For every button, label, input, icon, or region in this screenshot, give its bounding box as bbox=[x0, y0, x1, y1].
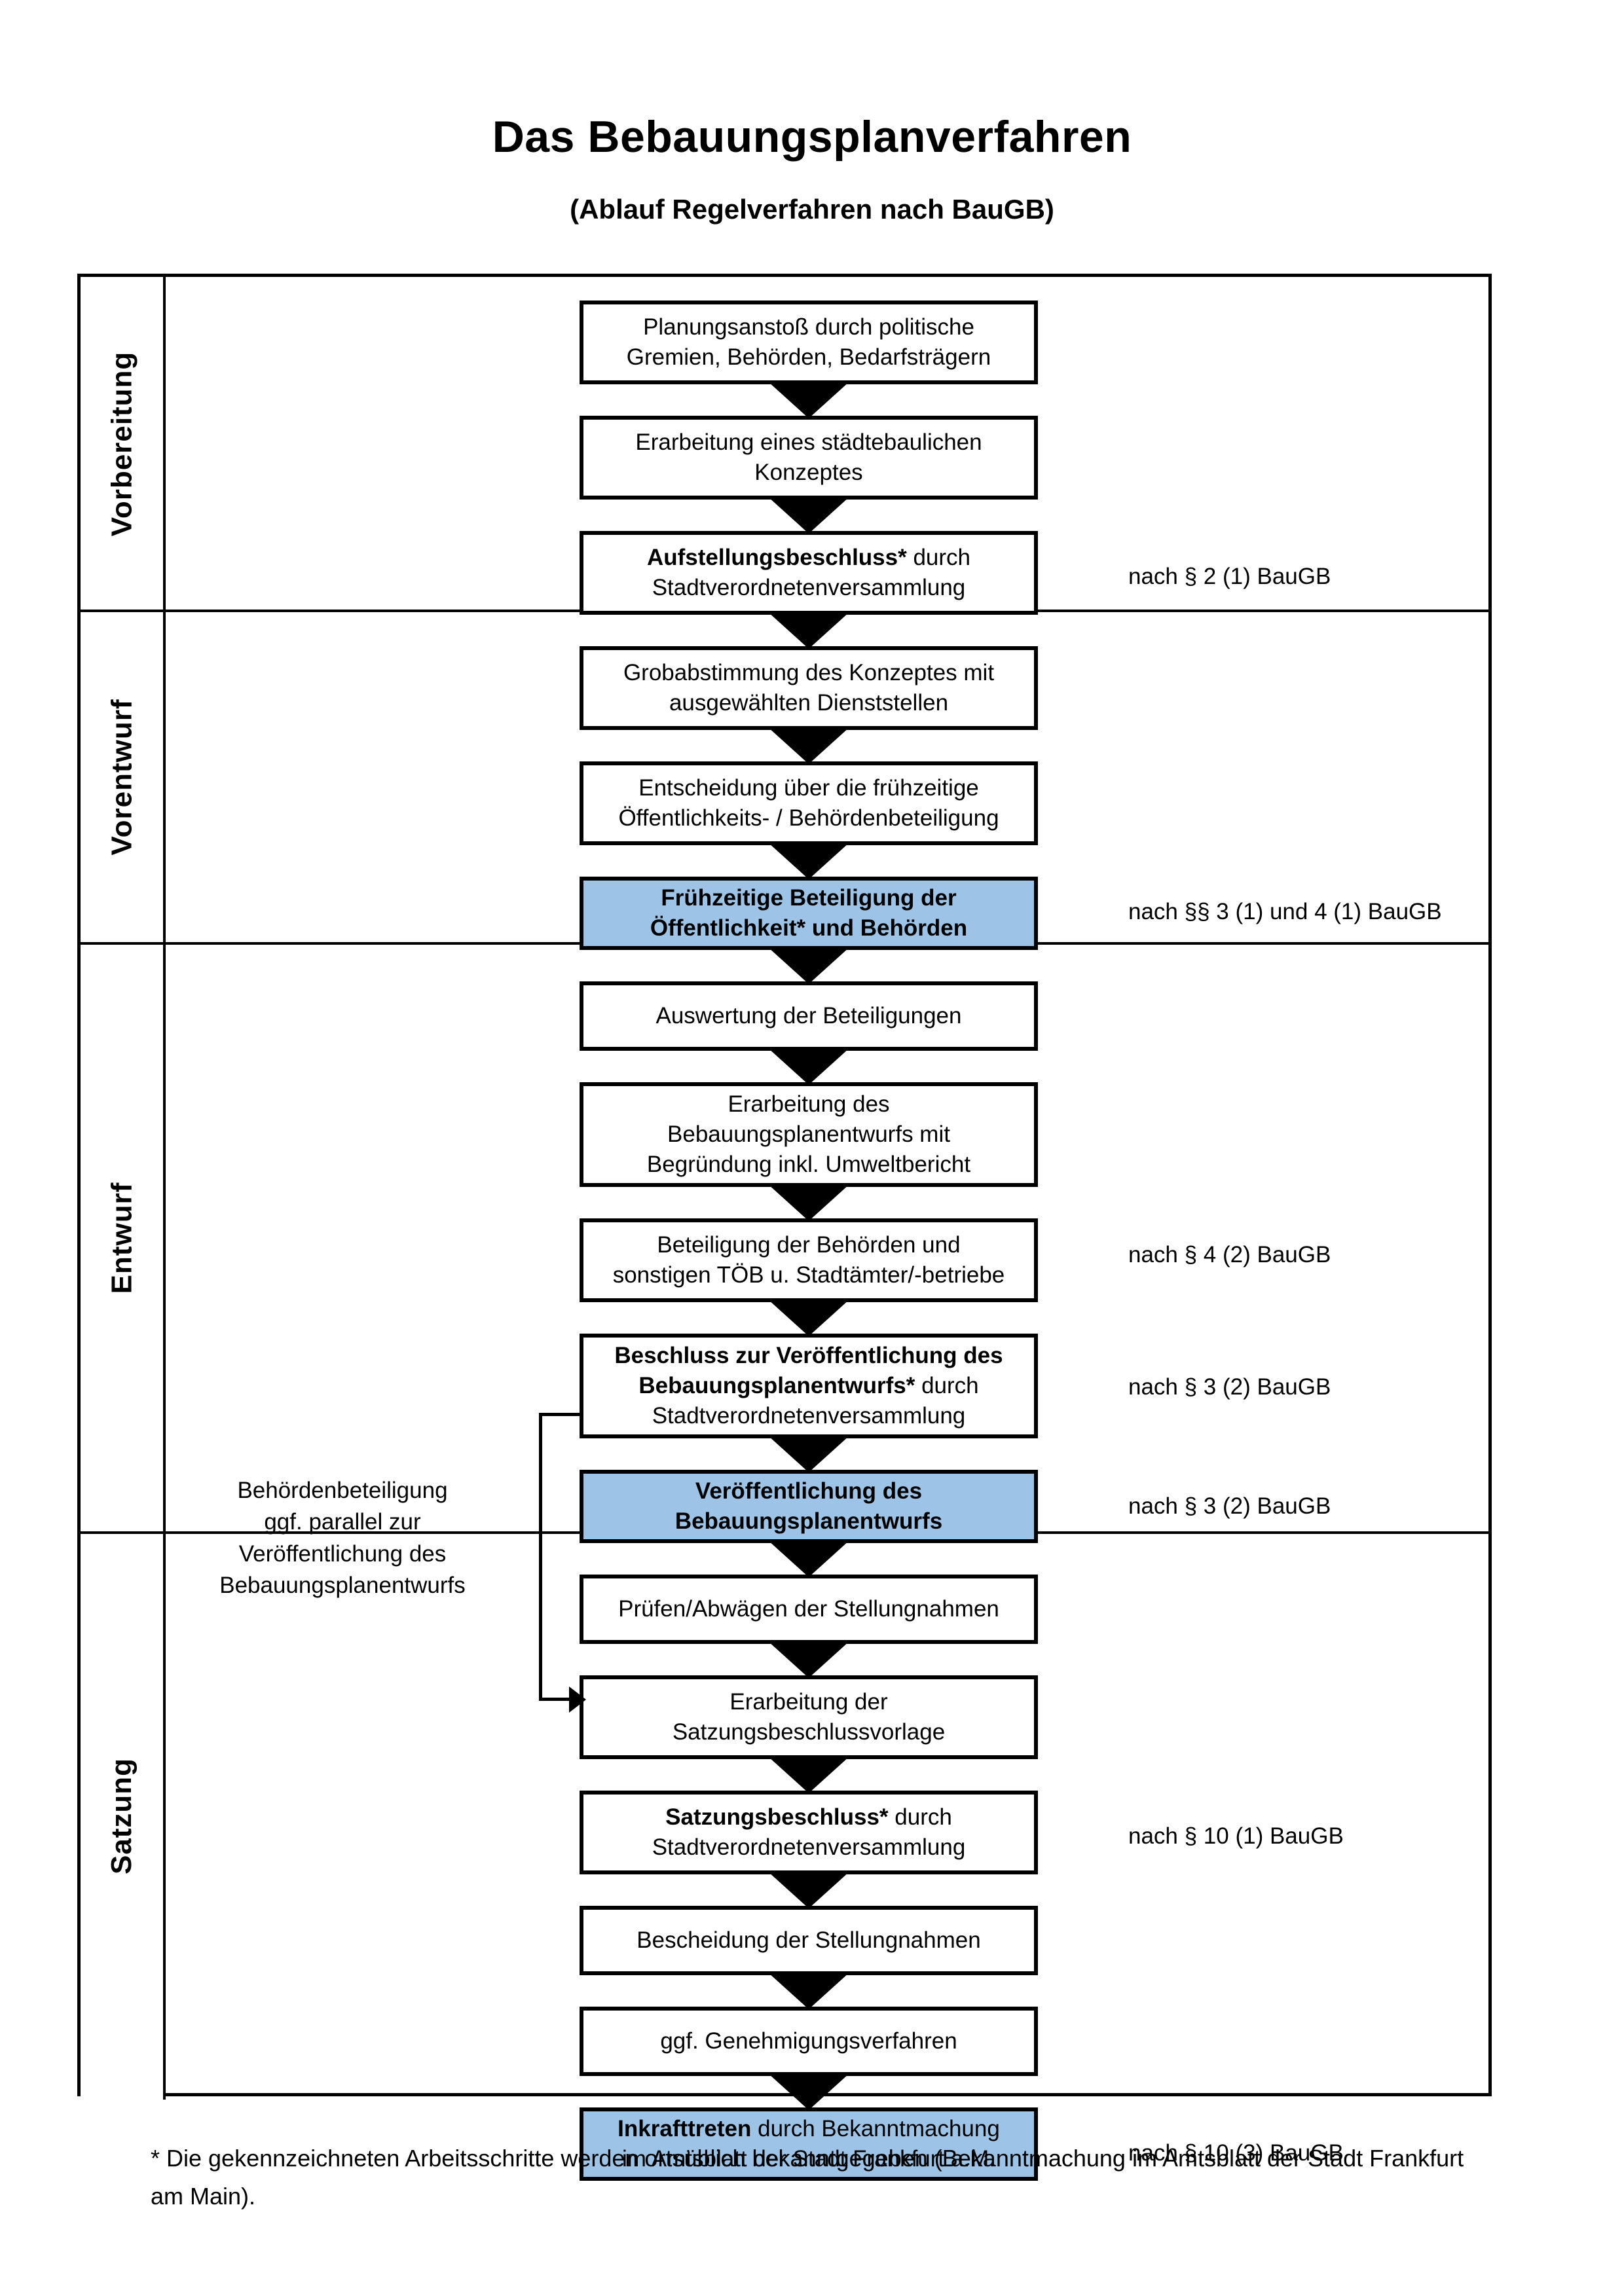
step-bold-1: Aufstellungsbeschluss* bbox=[646, 544, 907, 570]
flow-arrow bbox=[768, 1300, 849, 1336]
process-step-auswertung[interactable]: Auswertung der Beteiligungen bbox=[580, 981, 1038, 1051]
step-line-1: ggf. Genehmigungsverfahren bbox=[660, 2028, 957, 2054]
step-line-2: Stadtverordnetenversammlung bbox=[652, 1834, 966, 1860]
step-line-1: Entscheidung über die frühzeitige bbox=[638, 774, 979, 801]
step-line-2: ausgewählten Dienststellen bbox=[669, 690, 949, 716]
phase-label-vorentwurf: Vorentwurf bbox=[81, 611, 166, 943]
flow-arrow bbox=[768, 1757, 849, 1793]
step-line-1: Prüfen/Abwägen der Stellungnahmen bbox=[618, 1595, 999, 1622]
sidenote-line-1: Behördenbeteiligung bbox=[237, 1478, 448, 1503]
phase-label-vorbereitung: Vorbereitung bbox=[81, 277, 166, 611]
step-line-1: durch bbox=[888, 1804, 952, 1830]
legal-reference-par3-2-a: nach § 3 (2) BauGB bbox=[1128, 1374, 1331, 1400]
flow-arrow bbox=[768, 1184, 849, 1221]
sidenote-line-3: Veröffentlichung des bbox=[238, 1540, 447, 1567]
sidenote-line-2: ggf. parallel zur bbox=[264, 1509, 421, 1535]
process-step-planungsanstoss[interactable]: Planungsanstoß durch politische Gremien,… bbox=[580, 301, 1038, 384]
flow-arrow bbox=[768, 1048, 849, 1085]
step-bold-1: Veröffentlichung des bbox=[695, 1478, 923, 1504]
process-step-erarbeitung-entwurf[interactable]: Erarbeitung des Bebauungsplanentwurfs mi… bbox=[580, 1082, 1038, 1187]
legal-reference-par3-4-1: nach §§ 3 (1) und 4 (1) BauGB bbox=[1128, 899, 1442, 924]
step-bold-1: Beschluss zur Veröffentlichung des bbox=[614, 1342, 1003, 1368]
sidenote-line-4: Bebauungsplanentwurfs bbox=[219, 1572, 466, 1598]
phase-label-entwurf: Entwurf bbox=[81, 943, 166, 1533]
step-bold-2: Bebauungsplanentwurfs* bbox=[638, 1372, 915, 1398]
process-step-genehmigungsverfahren[interactable]: ggf. Genehmigungsverfahren bbox=[580, 2007, 1038, 2076]
step-line-2: Stadtverordnetenversammlung bbox=[652, 1403, 966, 1429]
bracket-bottom-connector bbox=[539, 1698, 572, 1701]
step-line-1: Bescheidung der Stellungnahmen bbox=[637, 1927, 981, 1953]
flowchart-frame: Vorbereitung Vorentwurf Entwurf Satzung … bbox=[77, 274, 1492, 2181]
page-header: Das Bebauungsplanverfahren (Ablauf Regel… bbox=[0, 0, 1624, 225]
flow-arrow bbox=[768, 727, 849, 764]
process-step-inkrafttreten[interactable]: Inkrafttreten durch Bekanntmachung im Am… bbox=[580, 2107, 1038, 2181]
flow-arrow bbox=[768, 1872, 849, 1908]
step-line-1: Erarbeitung des bbox=[728, 1091, 890, 1117]
step-line-1: durch bbox=[915, 1372, 979, 1398]
flow-arrow bbox=[768, 382, 849, 418]
step-line-3: Begründung inkl. Umweltbericht bbox=[646, 1152, 971, 1178]
step-line-2: Bebauungsplanentwurfs mit bbox=[667, 1121, 950, 1147]
step-bold-1: Satzungsbeschluss* bbox=[665, 1804, 889, 1830]
legal-reference-par2-1: nach § 2 (1) BauGB bbox=[1128, 564, 1331, 589]
process-step-konzept[interactable]: Erarbeitung eines städtebaulichen Konzep… bbox=[580, 416, 1038, 500]
bracket-arrowhead-icon bbox=[569, 1686, 586, 1713]
process-step-beschluss-veroeffentlichung[interactable]: Beschluss zur Veröffentlichung des Bebau… bbox=[580, 1334, 1038, 1438]
step-line-2: Öffentlichkeits- / Behördenbeteiligung bbox=[618, 805, 999, 831]
step-line-1: durch Bekanntmachung bbox=[751, 2115, 1000, 2141]
page-subtitle: (Ablauf Regelverfahren nach BauGB) bbox=[570, 194, 1054, 225]
process-step-satzungsbeschluss[interactable]: Satzungsbeschluss* durch Stadtverordnete… bbox=[580, 1791, 1038, 1874]
legal-reference-par4-2: nach § 4 (2) BauGB bbox=[1128, 1242, 1331, 1267]
flow-arrow bbox=[768, 2073, 849, 2110]
flow-arrow bbox=[768, 843, 849, 879]
page-title: Das Bebauungsplanverfahren bbox=[492, 112, 1132, 162]
parallel-process-note: Behördenbeteiligung ggf. parallel zur Ve… bbox=[192, 1475, 493, 1601]
process-step-entscheidung-fruehzeitige[interactable]: Entscheidung über die frühzeitige Öffent… bbox=[580, 761, 1038, 845]
step-line-1: durch bbox=[906, 544, 971, 570]
step-line-1: Erarbeitung der bbox=[729, 1688, 888, 1715]
phase-label-satzung: Satzung bbox=[81, 1533, 166, 2100]
flow-arrow bbox=[768, 497, 849, 534]
step-line-1: Planungsanstoß durch politische bbox=[643, 314, 974, 340]
legal-reference-par10-3: nach § 10 (3) BauGB bbox=[1128, 2140, 1344, 2166]
step-line-1: Grobabstimmung des Konzeptes mit bbox=[623, 659, 995, 685]
step-line-2: Satzungsbeschlussvorlage bbox=[672, 1719, 946, 1745]
step-line-2: Konzeptes bbox=[754, 460, 863, 485]
step-line-2: im Amtsblatt der Stadt Frankfurt a.M. bbox=[622, 2146, 995, 2172]
flow-arrow bbox=[768, 1641, 849, 1678]
flow-arrow bbox=[768, 612, 849, 649]
flow-arrow bbox=[768, 1540, 849, 1577]
process-flow: Planungsanstoß durch politische Gremien,… bbox=[81, 277, 1495, 2181]
step-line-2: Gremien, Behörden, Bedarfsträgern bbox=[626, 344, 991, 370]
legal-reference-par3-2-b: nach § 3 (2) BauGB bbox=[1128, 1493, 1331, 1519]
step-bold-2: Bebauungsplanentwurfs bbox=[674, 1508, 943, 1534]
bracket-vertical-line bbox=[539, 1413, 542, 1701]
flow-arrow bbox=[768, 947, 849, 984]
process-step-grobabstimmung[interactable]: Grobabstimmung des Konzeptes mit ausgewä… bbox=[580, 646, 1038, 730]
bracket-top-connector bbox=[539, 1413, 581, 1416]
process-step-satzungsbeschlussvorlage[interactable]: Erarbeitung der Satzungsbeschlussvorlage bbox=[580, 1675, 1038, 1759]
step-line-1: Auswertung der Beteiligungen bbox=[655, 1002, 962, 1029]
process-step-beteiligung-behoerden[interactable]: Beteiligung der Behörden und sonstigen T… bbox=[580, 1218, 1038, 1302]
step-bold-1: Frühzeitige Beteiligung der bbox=[661, 884, 957, 911]
legal-reference-par10-1: nach § 10 (1) BauGB bbox=[1128, 1823, 1344, 1849]
process-step-veroeffentlichung[interactable]: Veröffentlichung des Bebauungsplanentwur… bbox=[580, 1470, 1038, 1543]
step-bold-2: Öffentlichkeit* und Behörden bbox=[650, 915, 968, 941]
step-bold-1: Inkrafttreten bbox=[618, 2115, 752, 2141]
process-step-aufstellungsbeschluss[interactable]: Aufstellungsbeschluss* durch Stadtverord… bbox=[580, 531, 1038, 615]
process-step-fruehzeitige-beteiligung[interactable]: Frühzeitige Beteiligung der Öffentlichke… bbox=[580, 877, 1038, 950]
flow-arrow bbox=[768, 1436, 849, 1472]
step-line-1: Erarbeitung eines städtebaulichen bbox=[635, 429, 982, 455]
footnote: * Die gekennzeichneten Arbeitsschritte w… bbox=[151, 2145, 1464, 2210]
process-step-bescheidung[interactable]: Bescheidung der Stellungnahmen bbox=[580, 1906, 1038, 1975]
process-step-pruefen-abwaegen[interactable]: Prüfen/Abwägen der Stellungnahmen bbox=[580, 1575, 1038, 1644]
flow-arrow bbox=[768, 1973, 849, 2009]
step-line-2: Stadtverordnetenversammlung bbox=[652, 575, 966, 600]
step-line-2: sonstigen TÖB u. Stadtämter/-betriebe bbox=[612, 1262, 1005, 1288]
step-line-1: Beteiligung der Behörden und bbox=[657, 1231, 961, 1258]
